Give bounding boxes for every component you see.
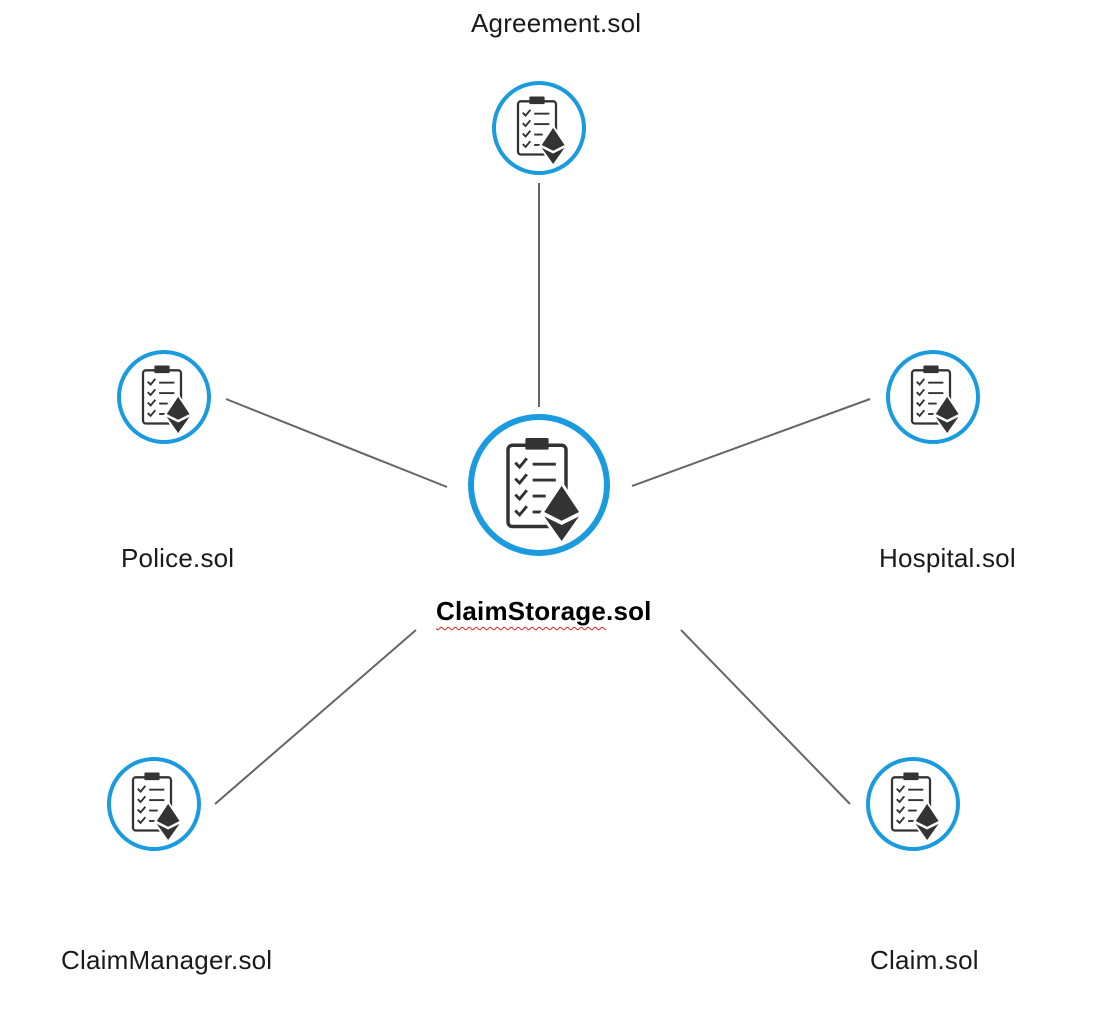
nodes (107, 81, 980, 851)
node-claimmanager (107, 757, 201, 851)
node-label-agreement: Agreement.sol (471, 8, 642, 38)
node-label-police: Police.sol (121, 543, 235, 573)
node-ring (886, 350, 980, 444)
node-label-claim: Claim.sol (870, 945, 979, 975)
edge-claimstorage-claim (680, 629, 851, 805)
node-hospital (886, 350, 980, 444)
edge-claimstorage-police (225, 398, 448, 488)
node-claimstorage (468, 414, 610, 556)
spellcheck-underline: ClaimStorage (436, 596, 607, 626)
node-ring (117, 350, 211, 444)
node-ring (866, 757, 960, 851)
node-claim (866, 757, 960, 851)
node-ring (107, 757, 201, 851)
edges (214, 183, 871, 805)
node-ring (468, 414, 610, 556)
node-ring (492, 81, 586, 175)
node-agreement (492, 81, 586, 175)
node-label-claimmanager: ClaimManager.sol (61, 945, 273, 975)
node-police (117, 350, 211, 444)
edge-claimstorage-claimmanager (214, 629, 417, 805)
edge-claimstorage-hospital (631, 398, 871, 487)
node-label-hospital: Hospital.sol (879, 543, 1016, 573)
node-label-claimstorage: ClaimStorage.sol (436, 596, 652, 626)
